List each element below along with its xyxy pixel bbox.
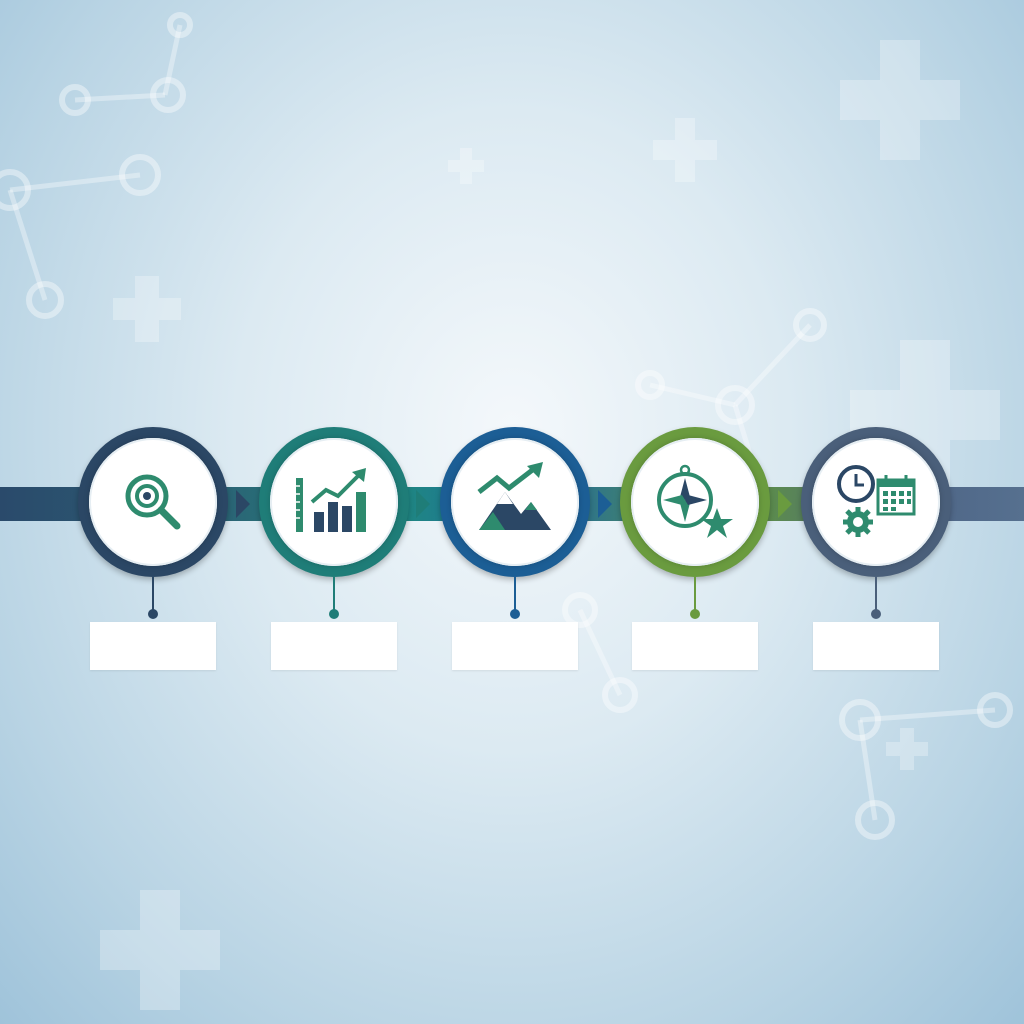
connector-arrow-4 <box>778 490 792 518</box>
step-label-box <box>271 622 397 670</box>
step-ring <box>259 427 409 577</box>
mountain-growth-icon <box>477 462 551 530</box>
step-icon-disc <box>270 438 398 566</box>
bar-chart-growth-icon <box>296 468 366 532</box>
connector-arrow-3 <box>598 490 612 518</box>
step-icon-disc <box>631 438 759 566</box>
connector-arrow-1 <box>236 490 250 518</box>
step-ring <box>620 427 770 577</box>
step-dot <box>329 609 339 619</box>
timeline-step-4 <box>620 427 770 677</box>
timeline-step-3 <box>440 427 590 677</box>
step-dot <box>148 609 158 619</box>
step-stem <box>514 577 516 613</box>
step-icon-disc <box>89 438 217 566</box>
step-stem <box>875 577 877 613</box>
step-ring <box>440 427 590 577</box>
connector-arrow-2 <box>416 490 430 518</box>
timeline-step-2 <box>259 427 409 677</box>
step-ring <box>801 427 951 577</box>
step-dot <box>871 609 881 619</box>
timeline-step-1 <box>78 427 228 677</box>
timeline-step-5 <box>801 427 951 677</box>
step-dot <box>690 609 700 619</box>
step-dot <box>510 609 520 619</box>
clock-calendar-gear-icon <box>837 465 916 537</box>
step-icon-disc <box>812 438 940 566</box>
step-ring <box>78 427 228 577</box>
step-label-box <box>813 622 939 670</box>
step-stem <box>333 577 335 613</box>
compass-star-icon <box>657 464 733 538</box>
magnifier-target-icon <box>125 474 181 530</box>
step-stem <box>152 577 154 613</box>
step-label-box <box>90 622 216 670</box>
step-label-box <box>632 622 758 670</box>
step-icon-disc <box>451 438 579 566</box>
step-label-box <box>452 622 578 670</box>
step-stem <box>694 577 696 613</box>
